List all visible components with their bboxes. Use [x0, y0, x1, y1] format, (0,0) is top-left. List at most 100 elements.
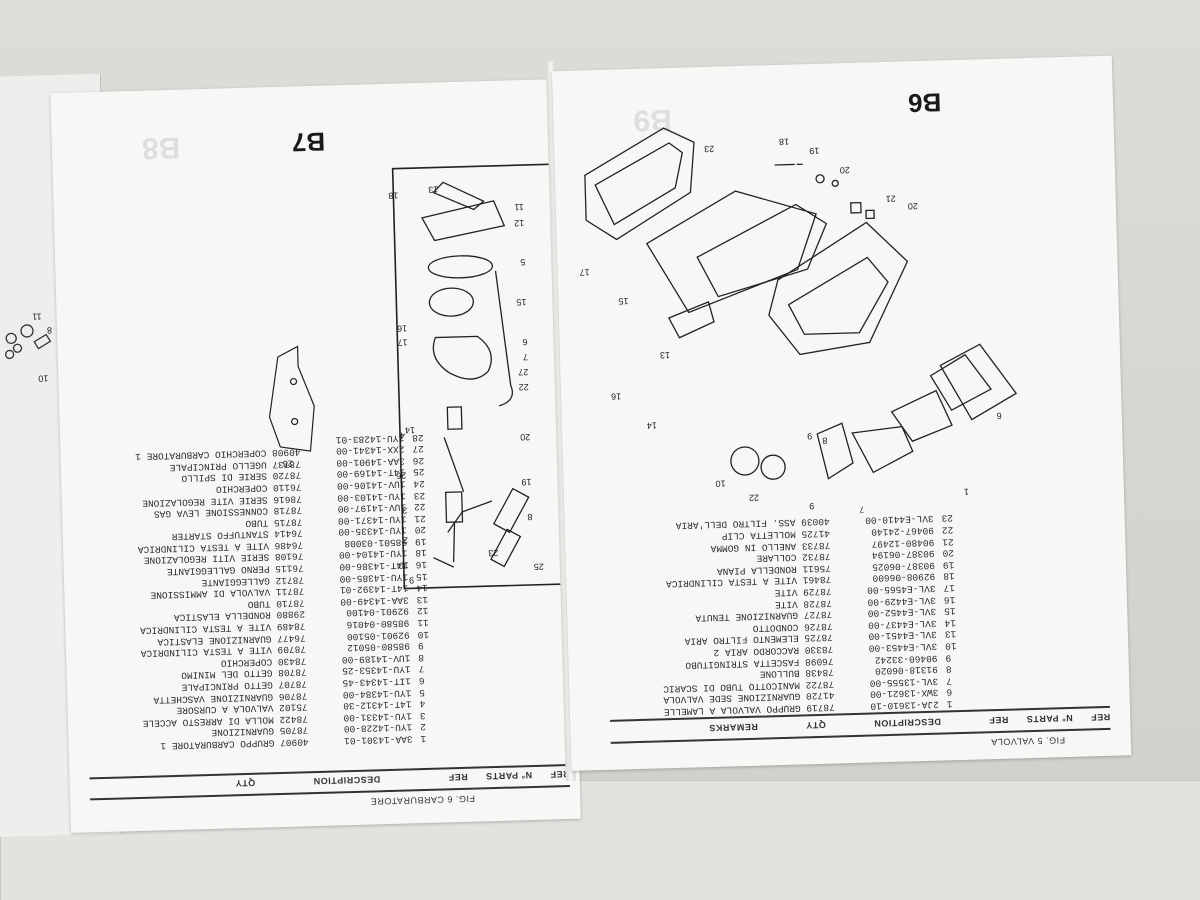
cell-ref: 7: [418, 663, 425, 675]
svg-text:20: 20: [908, 201, 918, 211]
svg-text:20: 20: [520, 432, 530, 442]
callout-13: 13: [428, 184, 438, 194]
cell-ref: 20: [414, 524, 427, 536]
cell-ref: 28: [411, 431, 424, 443]
svg-text:9: 9: [409, 575, 414, 585]
cell-ref: 24: [413, 477, 425, 490]
svg-text:22: 22: [749, 493, 759, 503]
svg-text:17: 17: [397, 337, 407, 347]
svg-text:23: 23: [488, 548, 498, 558]
svg-text:11: 11: [514, 202, 524, 212]
cell-ref: 16: [415, 559, 428, 571]
svg-text:8: 8: [527, 512, 532, 522]
svg-text:14: 14: [647, 420, 657, 430]
cell-ref: 4: [419, 698, 426, 710]
cell-ref: 14: [944, 617, 957, 629]
svg-text:20: 20: [840, 165, 850, 175]
hdr-qty: QTY: [235, 777, 256, 789]
cell-ref: 1: [946, 698, 953, 710]
hdr-qty-r: QTY: [805, 719, 827, 731]
cell-ref: 9: [945, 652, 952, 664]
hdr-description: DESCRIPTION: [313, 774, 381, 787]
cell-ref: 21: [942, 535, 954, 548]
cell-ref: 18: [943, 570, 955, 583]
page-code-b7: B7: [291, 126, 326, 158]
cell-ref: 21: [414, 512, 426, 524]
valve-airbox-diagram: 23 18 19 20 21 20 17 15 13 16 14 9 8 10 …: [579, 127, 1018, 515]
cell-ref: 26: [412, 454, 425, 467]
cell-ref: 20: [942, 547, 955, 559]
right-page-b6: B9 B6: [551, 55, 1132, 771]
hdr-remarks-r: REMARKS: [708, 721, 759, 734]
cell-ref: 10: [417, 628, 430, 640]
cell-ref: 6: [418, 675, 425, 687]
cell-ref: 8: [945, 663, 952, 675]
svg-text:2: 2: [403, 535, 408, 545]
svg-text:11: 11: [32, 312, 42, 322]
cell-ref: 25: [412, 466, 425, 478]
hdr-parts: N° PARTS: [485, 770, 533, 782]
svg-text:16: 16: [611, 391, 621, 401]
cell-ref: 7: [945, 675, 952, 687]
svg-text:19: 19: [809, 146, 819, 156]
cell-ref: 22: [941, 524, 954, 536]
svg-text:18: 18: [388, 191, 398, 201]
svg-text:6: 6: [522, 337, 527, 347]
cell-ref: 12: [416, 605, 429, 617]
svg-text:10: 10: [715, 479, 725, 489]
cell-ref: 10: [945, 640, 957, 652]
svg-text:25: 25: [534, 562, 544, 572]
svg-text:14: 14: [405, 425, 415, 435]
svg-text:18: 18: [779, 137, 789, 147]
svg-text:13: 13: [660, 350, 670, 360]
cell-ref: 5: [419, 686, 426, 698]
carburetor-diagram: 13 18 11 12 5 15 6 16 7 17 27 22 21 1 4 …: [268, 162, 585, 590]
right-fig-label: FIG. 5 VALVOLA: [990, 735, 1066, 748]
ghost-page-code: B8: [141, 130, 181, 165]
svg-text:7: 7: [859, 505, 864, 515]
previous-page-diagram: 8 11 10: [5, 312, 52, 384]
cell-ref: 19: [414, 535, 427, 548]
cell-ref: 16: [943, 593, 956, 606]
previous-page-edge: 8 11 10: [0, 73, 123, 838]
svg-text:4: 4: [400, 430, 405, 440]
svg-text:15: 15: [516, 297, 526, 307]
cell-ref: 22: [413, 501, 426, 513]
cell-ref: 9: [417, 640, 424, 652]
cell-ref: 19: [942, 559, 955, 571]
svg-text:17: 17: [579, 267, 589, 277]
cell-ref: 6: [946, 686, 953, 698]
svg-text:5: 5: [520, 257, 525, 267]
svg-text:10: 10: [399, 560, 409, 570]
cell-ref: 14: [416, 582, 428, 594]
svg-text:9: 9: [809, 501, 814, 511]
cell-ref: 1: [420, 733, 427, 745]
cell-ref: 13: [944, 628, 957, 640]
cell-ref: 23: [941, 512, 954, 525]
svg-text:12: 12: [514, 218, 524, 228]
svg-text:28: 28: [283, 459, 293, 469]
svg-text:8: 8: [47, 325, 52, 335]
cell-ref: 11: [417, 616, 429, 629]
hdr-ref2: REF: [448, 771, 468, 783]
svg-text:3: 3: [402, 505, 407, 515]
svg-text:21: 21: [886, 194, 896, 204]
svg-text:22: 22: [519, 382, 529, 392]
cell-ref: 15: [415, 570, 428, 582]
svg-text:23: 23: [704, 144, 714, 154]
cell-ref: 15: [944, 605, 956, 617]
svg-text:16: 16: [397, 323, 407, 333]
svg-text:27: 27: [518, 367, 528, 377]
svg-text:26: 26: [396, 470, 406, 480]
cell-ref: 27: [412, 443, 425, 455]
svg-text:6: 6: [997, 411, 1002, 421]
svg-text:1: 1: [964, 487, 969, 497]
svg-text:15: 15: [618, 296, 628, 306]
hdr-ref2-r: REF: [988, 714, 1009, 726]
hdr-ref-r: REF: [1090, 711, 1111, 723]
cell-ref: 3: [419, 709, 426, 721]
